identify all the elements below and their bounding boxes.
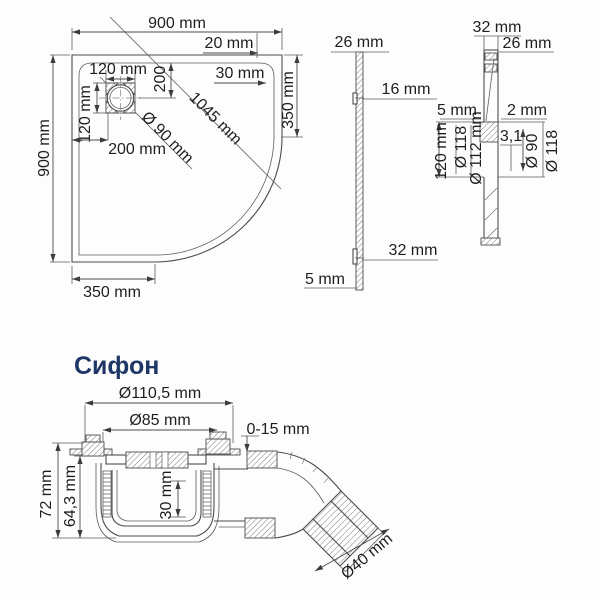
siphon-view: Сифон Ø110,5 mm Ø85 mm 0-15 mm 72 mm 64,… <box>38 352 396 583</box>
tray-rim-inner-line <box>78 62 275 256</box>
dim-label-section-outer: Ø 118 <box>544 130 561 173</box>
dim-label-flange-inner: Ø 112 mm <box>468 111 485 185</box>
dim-label-drain-diameter: Ø 90 mm <box>138 109 197 168</box>
dim-label-flange-outer: Ø 118 <box>453 126 470 169</box>
dim-label-rim-inner: 30 mm <box>216 65 265 82</box>
dim-label-trap-depth: 30 mm <box>158 471 175 520</box>
dim-label-siphon-flange-inner: Ø85 mm <box>129 412 190 429</box>
dim-label-adjust-range: 0-15 mm <box>246 421 309 438</box>
section-view: 32 mm 26 mm 5 mm 2 mm 120 mm Ø 118 Ø 112… <box>433 19 561 246</box>
drain-plan <box>99 76 142 120</box>
dim-label-section-rim: 26 mm <box>503 35 552 52</box>
dim-label-section-wall: 3,1 <box>500 128 522 145</box>
side-profile-view: 26 mm 16 mm 32 mm 5 mm <box>304 34 438 291</box>
clamp-bolt-left <box>81 441 105 457</box>
clamp-bolt-right <box>205 438 231 455</box>
dim-label-section-gap-right: 2 mm <box>507 102 547 119</box>
union-nut-top <box>246 450 278 469</box>
dim-label-drain-offset-left: 200 mm <box>108 141 166 158</box>
section-drain-flange <box>479 121 499 143</box>
elbow-outer <box>276 451 342 492</box>
tray-outline <box>71 54 283 263</box>
dim-label-side-rim: 26 mm <box>335 34 384 51</box>
dim-label-drain-height: 120 mm <box>77 85 94 143</box>
dim-label-side-lower: 32 mm <box>389 242 438 259</box>
dim-label-side-base: 5 mm <box>305 271 345 288</box>
dim-label-straight-right: 350 mm <box>280 71 297 129</box>
dim-label-diagonal: 1045 mm <box>186 89 245 148</box>
dim-label-section-depth: 120 mm <box>433 122 450 180</box>
drain-grate <box>125 451 189 469</box>
dim-label-body-height: 64,3 mm <box>62 465 79 527</box>
dim-label-edge-top: 20 mm <box>205 35 254 52</box>
dim-label-side-upper: 16 mm <box>382 81 431 98</box>
dim-label-section-gap-left: 5 mm <box>437 102 477 119</box>
dim-label-total-height: 72 mm <box>38 470 55 519</box>
siphon-cup-inner <box>111 470 202 527</box>
union-nut-bottom <box>244 517 276 539</box>
dim-line-40 <box>314 528 390 572</box>
siphon-title: Сифон <box>74 352 159 380</box>
dim-label-straight-bottom: 350 mm <box>83 284 141 301</box>
diagonal-line <box>109 16 282 190</box>
dim-label-siphon-flange-outer: Ø110,5 mm <box>119 385 201 402</box>
dim-label-overall-height: 900 mm <box>36 119 53 177</box>
dim-label-drain-width: 120 mm <box>89 61 147 78</box>
dim-label-section-hole: Ø 90 <box>524 134 541 169</box>
siphon-cup-outer <box>100 463 215 537</box>
plan-view: 900 mm 900 mm 20 mm 30 mm 350 mm 350 mm … <box>36 15 303 301</box>
dim-label-drain-offset-top: 200 <box>152 66 169 93</box>
dim-label-section-width: 32 mm <box>473 19 522 36</box>
dim-label-overall-width: 900 mm <box>148 15 206 32</box>
